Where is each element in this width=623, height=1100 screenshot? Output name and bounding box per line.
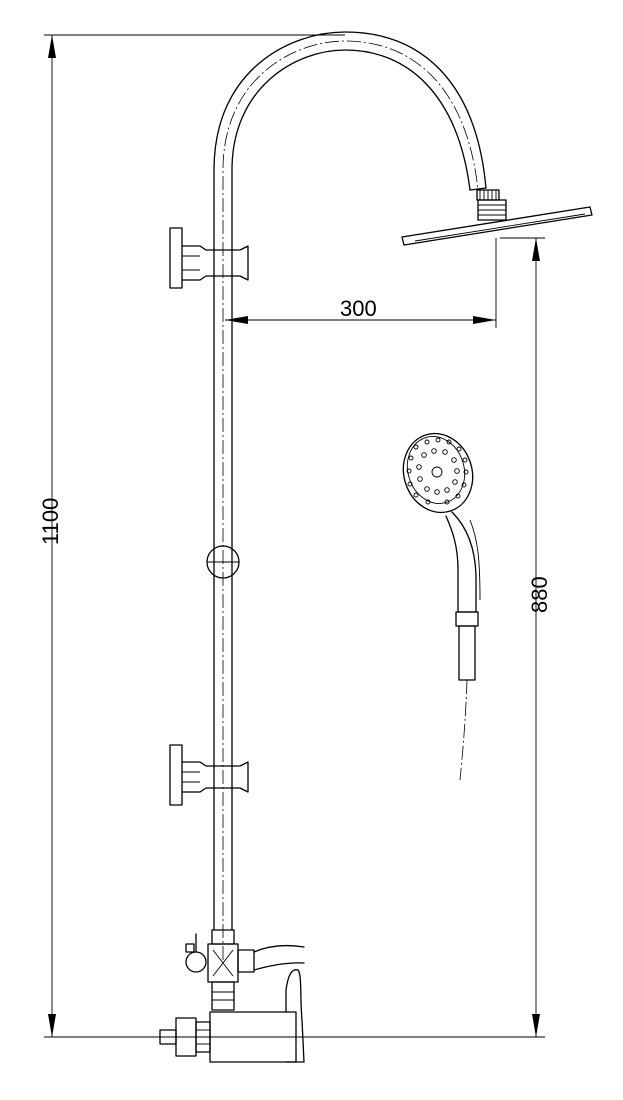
mixer-body: [159, 969, 305, 1063]
dimension-total-height: 1100: [38, 34, 545, 1038]
overhead-shower-head: [401, 189, 593, 246]
dimension-label-head-reach: 300: [340, 296, 377, 321]
dimension-head-height: 880: [500, 237, 552, 1037]
hand-shower-spray-holes: [406, 437, 469, 505]
riser-pipe: [213, 31, 487, 960]
dimension-label-head-height: 880: [527, 576, 552, 613]
lower-wall-bracket: [169, 744, 249, 806]
middle-slider-ring: [206, 545, 240, 579]
hand-shower: [402, 432, 481, 781]
dimension-label-total-height: 1100: [38, 498, 63, 545]
diverter-valve: [185, 929, 305, 1011]
dimension-head-reach: 300: [225, 238, 497, 328]
upper-wall-bracket: [169, 227, 249, 289]
